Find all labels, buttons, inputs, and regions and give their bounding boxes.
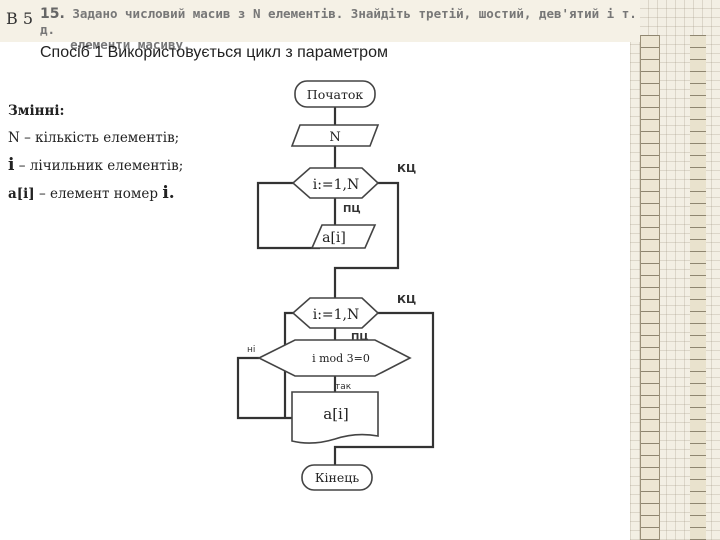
loop1-label: i:=1,N — [313, 177, 360, 193]
no-label: ні — [247, 345, 255, 355]
output-label: a[i] — [323, 405, 348, 423]
yes-label: так — [335, 382, 352, 392]
loop1-exit-label: КЦ — [397, 162, 416, 175]
input-n-label: N — [329, 130, 340, 145]
end-label: Кінець — [315, 470, 359, 485]
start-label: Початок — [307, 87, 364, 102]
loop2-label: i:=1,N — [313, 307, 360, 323]
input-a-label: a[i] — [322, 230, 346, 246]
loop2-exit-label: КЦ — [397, 293, 416, 306]
condition-label: i mod 3=0 — [312, 352, 370, 365]
loop1-body-label: ПЦ — [343, 204, 361, 215]
